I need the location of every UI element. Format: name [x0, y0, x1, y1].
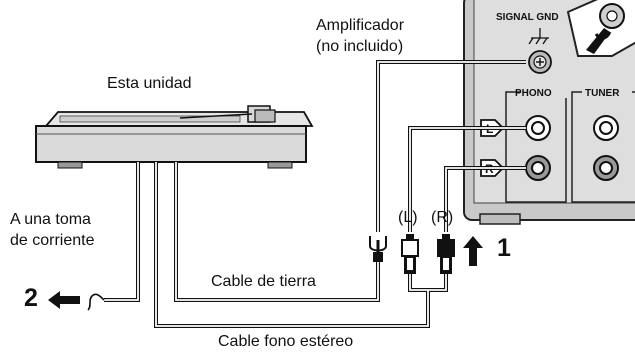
tuner-jack-left[interactable]	[593, 115, 619, 141]
rca-plug-left-icon	[401, 234, 419, 274]
arrow-up-icon	[463, 236, 483, 266]
right-channel-label: (R)	[431, 209, 454, 226]
left-channel-label: (L)	[398, 209, 418, 226]
screwdriver-icon	[566, 0, 635, 57]
tuner-label: TUNER	[585, 88, 620, 99]
signal-gnd-label: SIGNAL GND	[496, 12, 559, 23]
amplifier-foot	[479, 213, 521, 225]
step-1-label: 1	[497, 234, 511, 262]
signal-gnd-terminal[interactable]	[528, 50, 552, 74]
phono-label: PHONO	[515, 88, 552, 99]
tuner-jack-right[interactable]	[593, 155, 619, 181]
amplifier-rear-panel: PHONO TUNER SIGNAL GND L	[463, 0, 635, 225]
spade-lug-icon	[369, 236, 387, 262]
amplifier-label-line1: Amplificador	[316, 17, 405, 34]
ground-icon	[528, 28, 549, 45]
outlet-label-line2: de corriente	[10, 232, 95, 249]
arrow-left-icon	[48, 291, 80, 309]
power-cord	[104, 162, 140, 302]
power-plug-icon	[87, 293, 105, 311]
amplifier-label-line2: (no incluido)	[316, 38, 404, 55]
outlet-label-line1: A una toma	[10, 211, 91, 228]
rca-plug-right-icon	[437, 234, 455, 274]
turntable-unit	[35, 105, 314, 169]
step-2-label: 2	[24, 284, 38, 312]
this-unit-label: Esta unidad	[107, 75, 192, 92]
phono-cable-label: Cable fono estéreo	[218, 333, 354, 350]
ground-cable-label: Cable de tierra	[211, 273, 316, 290]
